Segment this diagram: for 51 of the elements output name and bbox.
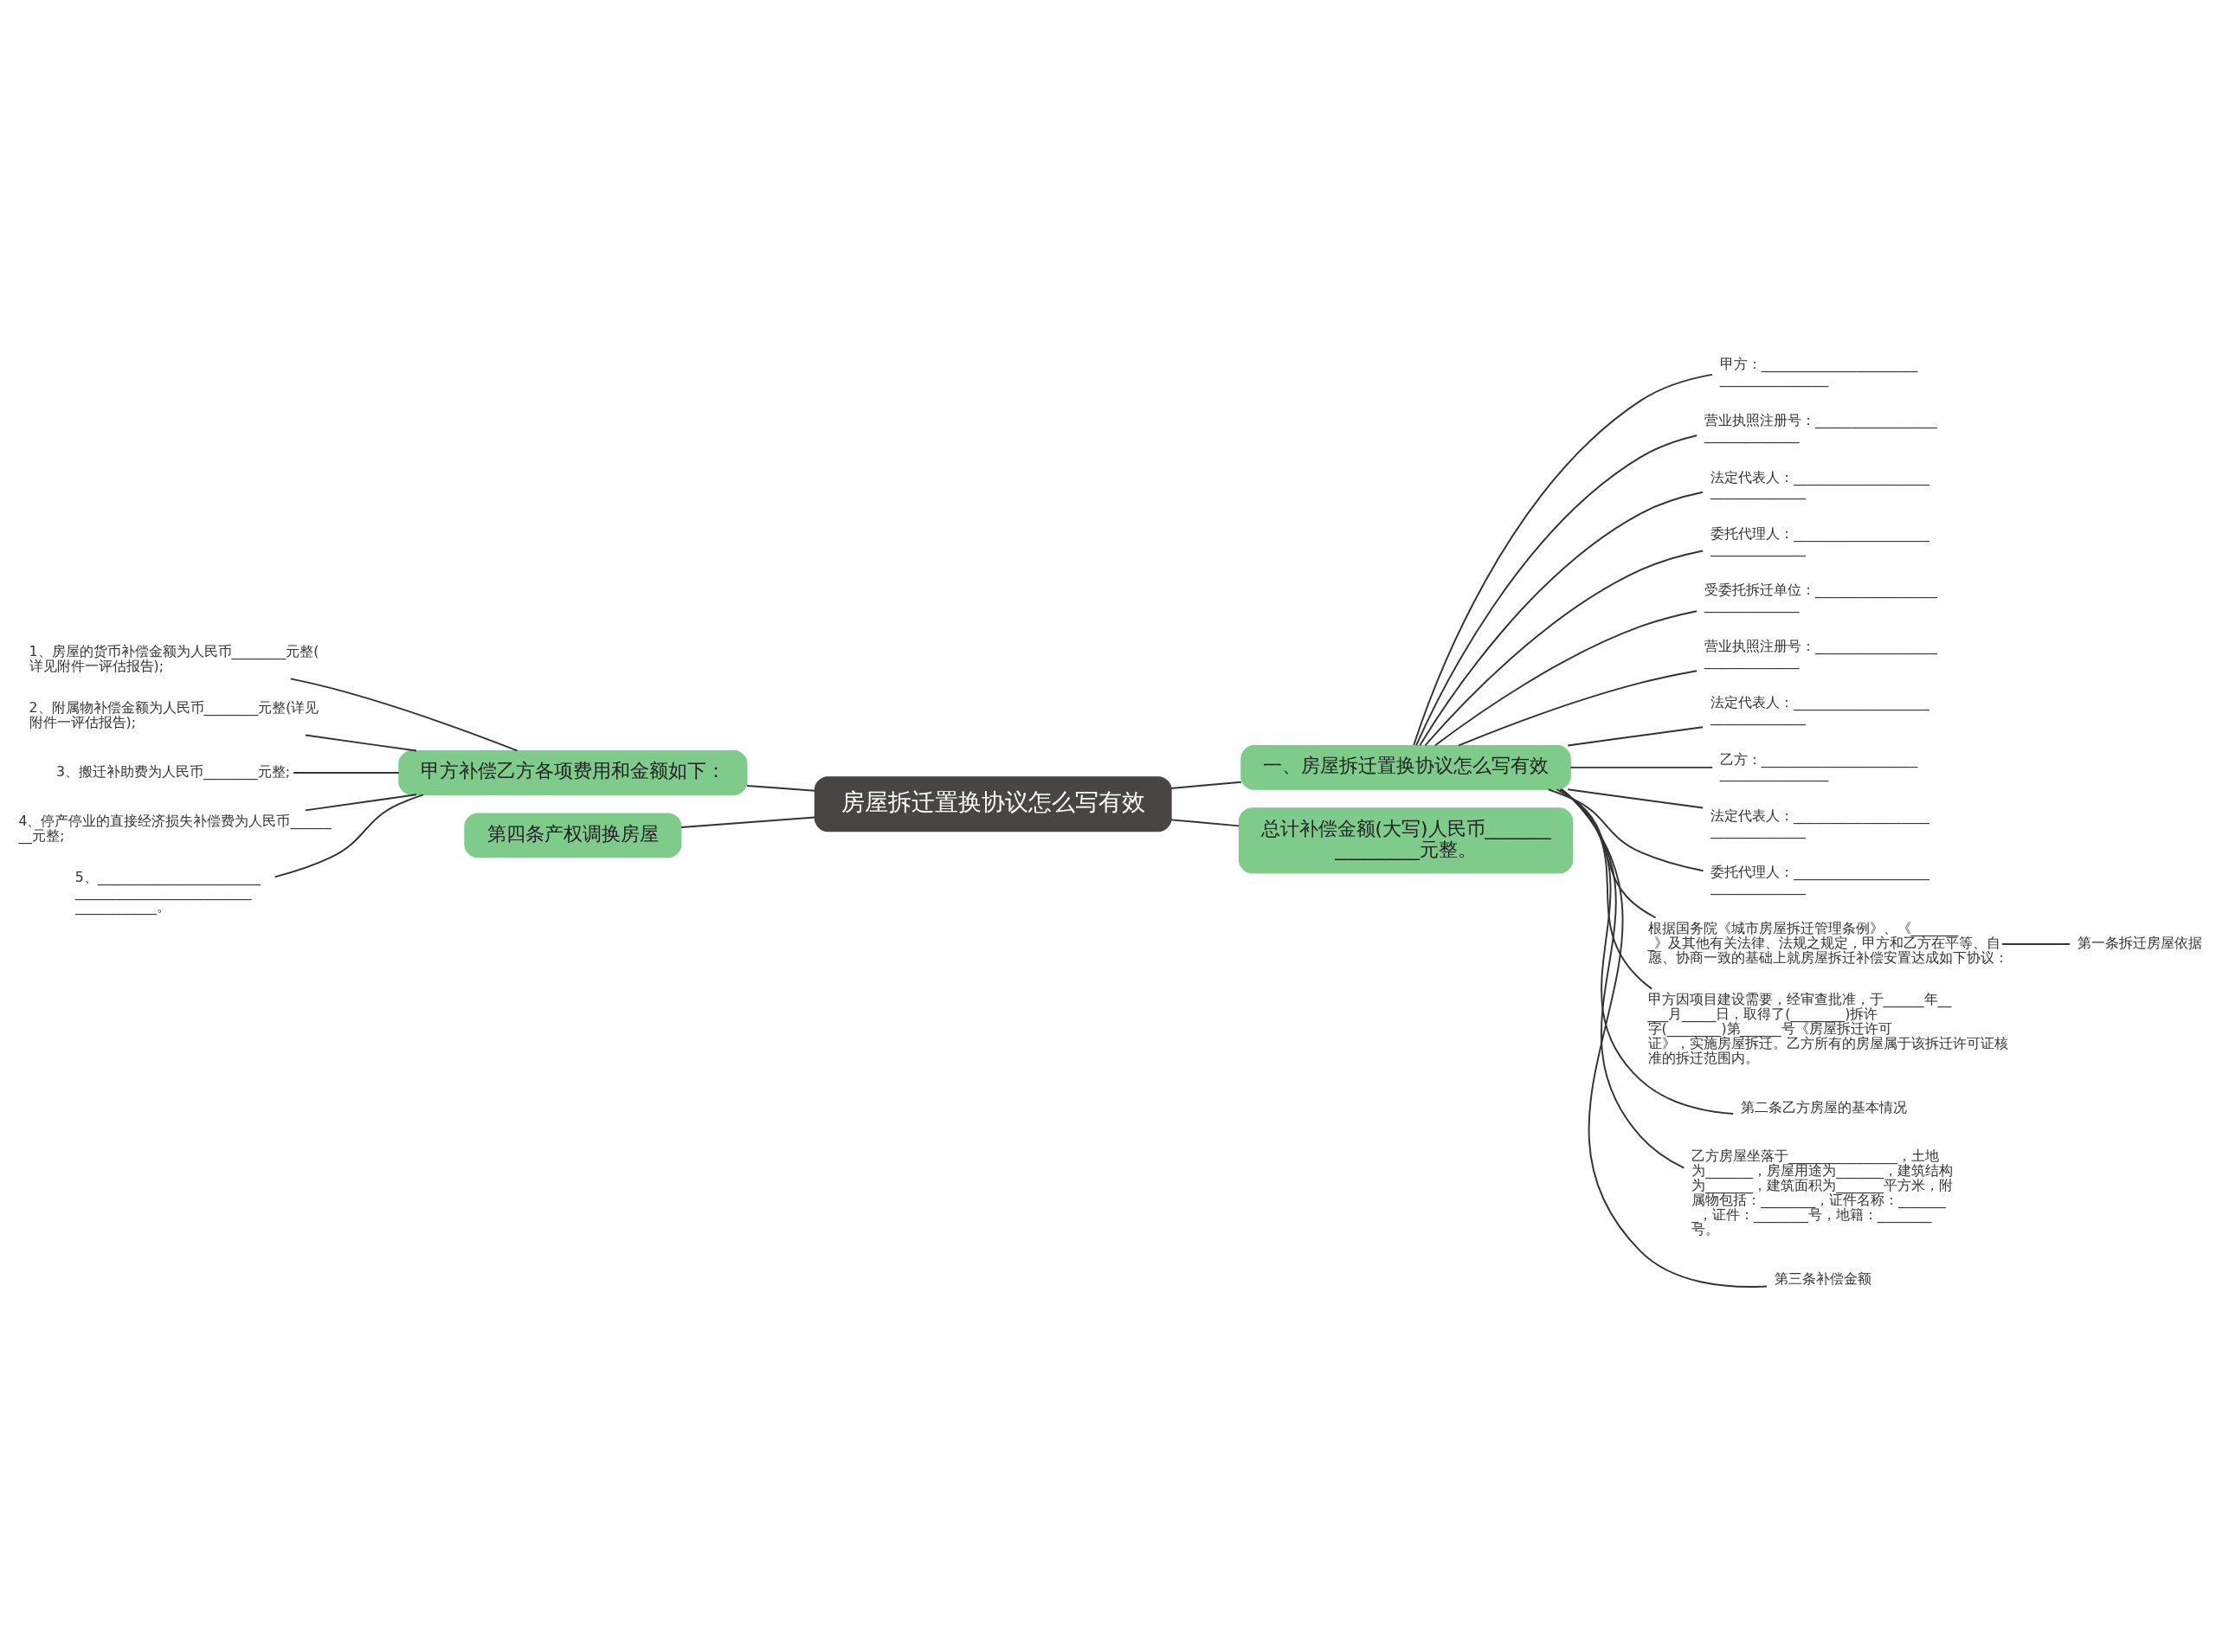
connector [746,784,816,792]
connector [1419,491,1704,747]
connector [1569,766,1714,768]
connector [305,734,417,752]
connector [1556,788,1657,919]
connector [1567,726,1704,747]
connector [274,794,424,878]
node-text: 甲方因项目建设需要，经审查批准，于______年_____月_____日，取得了(________)拆许字(________)第______号《房屋拆迁许可证》，实施房屋拆迁。乙方所有的房屋属于该拆迁许可证核准的拆迁范围内。 [1647,991,2008,1066]
node-text: 1、房屋的货币补偿金额为人民币________元整(详见附件一评估报告); [29,643,319,675]
connector [1434,610,1698,747]
connector [2001,942,2071,945]
connector [1170,819,1240,827]
node-text: 法定代表人：__________________________________ [1710,694,1929,726]
node-text: 甲方：_______________________________________ [1719,356,1918,388]
node-text: 委托代理人：__________________________________ [1710,863,1929,895]
node-text: 乙方房屋坐落于________________，土地为_______，房屋用途为_______，建筑结构为_______，建筑面积为_______平方米，附属物包括：________，证件名称：________，证件：________号，地籍：________号。 [1691,1147,1954,1237]
node-text: 3、搬迁补助费为人民币________元整; [55,763,290,781]
connector [1547,788,1704,872]
connector [680,816,816,829]
connector [1560,788,1735,1115]
connector [1458,670,1698,747]
node-text: 第一条拆迁房屋依据 [2077,935,2202,952]
node-box: 一、房屋拆迁置换协议怎么写有效 [1240,744,1571,790]
node-text: 5、______________________________________________________________。 [74,868,261,915]
connector [289,678,519,752]
connector [1413,373,1713,746]
connector [1567,788,1704,809]
node-box: 房屋拆迁置换协议怎么写有效 [814,776,1172,832]
connector [1415,434,1698,747]
node-box: 总计补偿金额(大写)人民币________________元整。 [1238,807,1574,874]
node-text: 乙方：_______________________________________ [1719,750,1918,782]
node-text: 根据国务院《城市房屋拆迁管理条例》、《________》及其他有关法律、法规之规定，甲方和乙方在平等、自愿、协商一致的基础上就房屋拆迁补偿安置达成如下协议： [1647,920,2008,966]
node-text: 营业执照注册号：________________________________ [1704,412,1937,444]
connector [293,771,400,774]
connector [1558,788,1653,990]
node-box: 第四条产权调换房屋 [464,813,682,858]
node-text: 2、附属物补偿金额为人民币________元整(详见附件一评估报告); [29,699,319,731]
connector [1170,781,1242,789]
node-text: 第二条乙方房屋的基本情况 [1740,1098,1907,1115]
connector [1560,788,1685,1169]
node-text: 营业执照注册号：________________________________ [1704,638,1937,670]
connector [305,794,417,812]
node-text: 第三条补偿金额 [1774,1270,1871,1287]
node-text: 受委托拆迁单位：________________________________ [1704,581,1937,613]
connector [1561,788,1768,1288]
node-text: 法定代表人：__________________________________ [1710,807,1929,839]
node-text: 法定代表人：__________________________________ [1710,468,1929,500]
node-box: 甲方补偿乙方各项费用和金额如下： [398,749,748,795]
node-text: 4、停产停业的直接经济损失补偿费为人民币________元整; [18,812,332,844]
node-text: 委托代理人：__________________________________ [1710,524,1929,556]
connector [1424,550,1704,747]
